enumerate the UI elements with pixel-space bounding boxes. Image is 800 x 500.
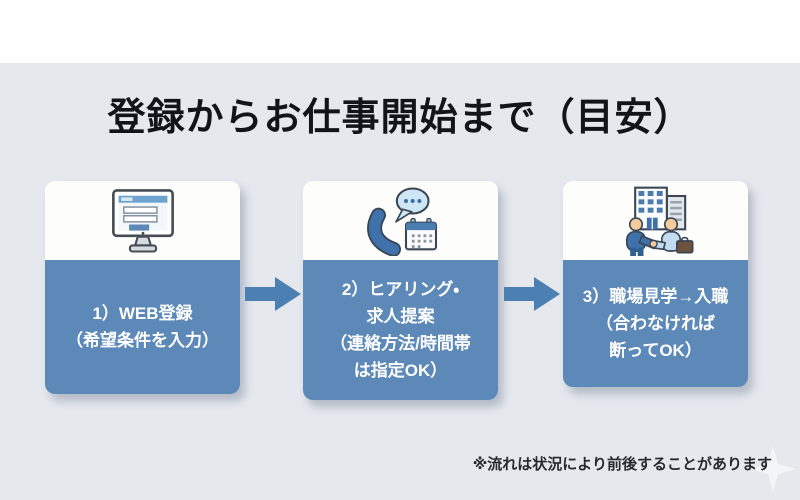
step-3-icon-panel	[563, 181, 748, 260]
flow-arrow-2-icon	[504, 277, 560, 311]
step-3-line-2: （合わなければ	[596, 314, 715, 333]
step-3-label-panel: 3）職場見学→入職 （合わなければ 断ってOK）	[563, 260, 748, 387]
step-2-line-2: 求人提案	[366, 307, 435, 326]
disclaimer-note: ※流れは状況により前後することがあります	[472, 456, 772, 473]
monitor-form-icon	[99, 187, 187, 255]
step-2-line-4: は指定OK）	[353, 361, 448, 380]
step-1-icon-panel	[45, 181, 240, 260]
step-2-icon-panel	[303, 181, 498, 260]
top-white-band	[0, 0, 800, 63]
step-1-line-1: 1）WEB登録	[92, 304, 193, 323]
step-card-2: 2）ヒアリング・ 求人提案 （連絡方法/時間帯 は指定OK）	[303, 181, 498, 400]
step-card-3: 3）職場見学→入職 （合わなければ 断ってOK）	[563, 181, 748, 387]
step-3-line-1: 3）職場見学→入職	[582, 287, 729, 306]
page-title: 登録からお仕事開始まで（目安）	[107, 97, 693, 139]
step-3-line-3: 断ってOK）	[609, 341, 702, 360]
step-1-line-2: （希望条件を入力）	[66, 331, 219, 350]
phone-chat-calendar-icon	[356, 186, 446, 256]
step-2-line-3: （連絡方法/時間帯	[330, 334, 471, 353]
handshake-building-icon	[608, 186, 704, 256]
step-2-label-panel: 2）ヒアリング・ 求人提案 （連絡方法/時間帯 は指定OK）	[303, 260, 498, 400]
step-1-label-panel: 1）WEB登録 （希望条件を入力）	[45, 260, 240, 394]
flow-arrow-1-icon	[245, 277, 301, 311]
step-2-line-1: 2）ヒアリング・	[341, 280, 460, 299]
step-card-1: 1）WEB登録 （希望条件を入力）	[45, 181, 240, 394]
